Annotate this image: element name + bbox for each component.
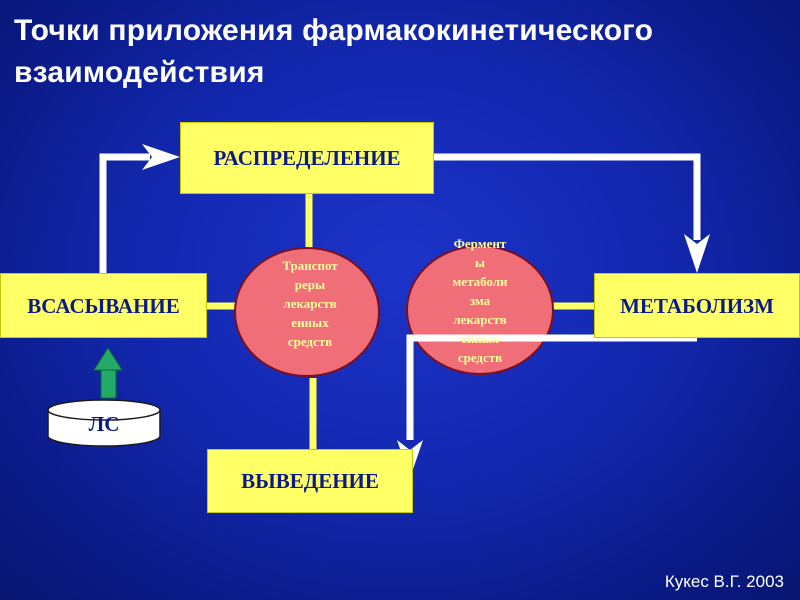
enzymes-label: Фермент ы метаболи зма лекарств енных ср… <box>452 236 508 365</box>
arrow-absorption-to-distribution <box>99 153 150 273</box>
green-arrow-shaft <box>100 367 117 399</box>
drug-cylinder-top <box>47 399 161 421</box>
arrow-metabolism-to-excretion <box>406 334 697 440</box>
absorption-box: ВСАСЫВАНИЕ <box>0 273 207 338</box>
transporters-ellipse <box>234 247 380 377</box>
transporters-label: Транспот реры лекарств енных средств <box>282 258 338 349</box>
green-arrowhead <box>93 347 123 371</box>
enzymes-ellipse <box>406 245 554 375</box>
distribution-box: РАСПРЕДЕЛЕНИЕ <box>180 122 434 194</box>
slide-title: Точки приложения фармакокинетического вз… <box>14 14 654 89</box>
arrowhead-metabolism <box>684 234 710 273</box>
drug-label: ЛС <box>88 412 120 436</box>
arrowhead-distribution <box>142 144 180 170</box>
arrow-distribution-to-metabolism <box>434 153 701 240</box>
metabolism-box: МЕТАБОЛИЗМ <box>594 273 800 338</box>
author-footer: Кукес В.Г. 2003 <box>664 572 784 591</box>
excretion-box: ВЫВЕДЕНИЕ <box>207 449 413 513</box>
